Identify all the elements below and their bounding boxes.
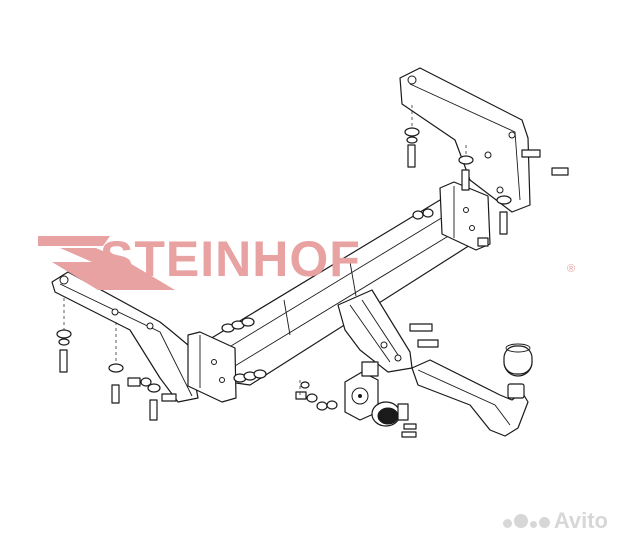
avito-watermark: Avito: [502, 508, 608, 534]
avito-dots-icon: [502, 514, 550, 528]
main-crossbar: [199, 199, 479, 386]
tow-ball-neck: [411, 359, 529, 437]
steinhof-logo: STEINHOF ®: [38, 231, 575, 290]
socket-plate: [344, 361, 379, 421]
avito-watermark-text: Avito: [553, 508, 608, 533]
left-mounting-plate: [187, 331, 237, 403]
left-mounting-bracket: [51, 271, 199, 403]
fastener-set-right-top: [404, 105, 569, 247]
fastener-set-left: [56, 298, 177, 421]
fastener-set-center: [221, 317, 439, 438]
hitch-bracket: [337, 289, 413, 373]
brand-swoosh-icon: [38, 236, 175, 290]
tow-ball: [503, 343, 533, 377]
electrical-socket: [371, 401, 409, 427]
registered-mark: ®: [567, 263, 575, 275]
right-mounting-bracket: [399, 67, 531, 213]
right-mounting-plate: [439, 181, 491, 251]
brand-name: STEINHOF: [100, 231, 361, 287]
